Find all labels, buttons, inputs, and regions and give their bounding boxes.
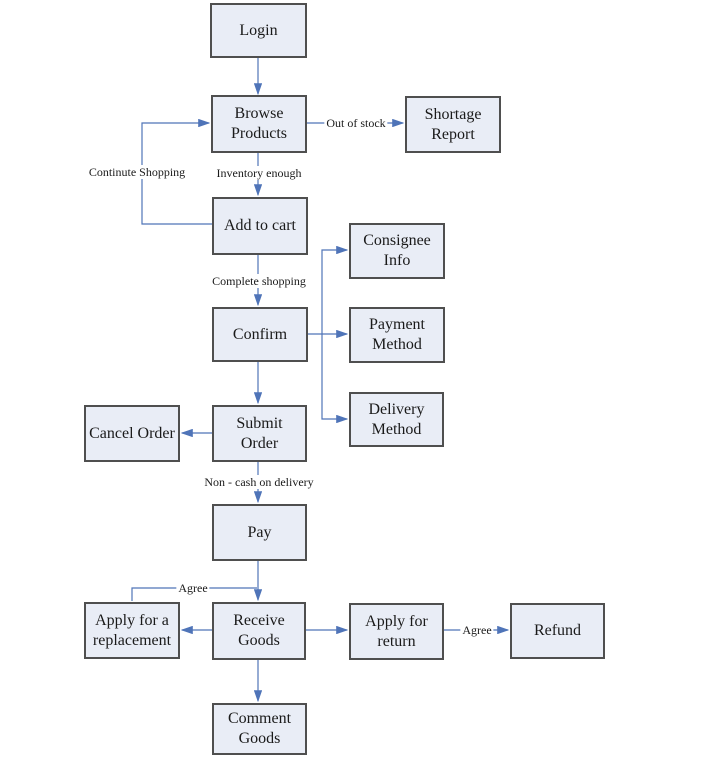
- edge-label-inventory-enough: Inventory enough: [214, 166, 304, 180]
- edge-replacement-agree-to-receive: [131, 587, 257, 601]
- edge-branch-to-consignee: [321, 245, 349, 334]
- node-add-to-cart: Add to cart: [212, 197, 308, 255]
- node-payment-method: Payment Method: [349, 307, 445, 363]
- node-confirm: Confirm: [212, 307, 308, 362]
- edge-label-agree-replacement: Agree: [176, 581, 210, 595]
- edge-label-complete-shopping: Complete shopping: [210, 274, 308, 288]
- node-login: Login: [210, 3, 307, 58]
- edge-label-agree-refund: Agree: [460, 623, 494, 637]
- edge-label-out-of-stock: Out of stock: [324, 116, 388, 130]
- edge-branch-to-delivery: [321, 334, 349, 424]
- node-refund: Refund: [510, 603, 605, 659]
- node-cancel-order: Cancel Order: [84, 405, 180, 462]
- node-apply-for-return: Apply for return: [349, 603, 444, 660]
- node-delivery-method: Delivery Method: [349, 392, 444, 447]
- node-submit-order: Submit Order: [212, 405, 307, 462]
- node-comment-goods: Comment Goods: [212, 703, 307, 755]
- node-shortage-report: Shortage Report: [405, 96, 501, 153]
- edge-label-non-cash-on-delivery: Non - cash on delivery: [202, 475, 316, 489]
- node-consignee-info: Consignee Info: [349, 223, 445, 279]
- node-apply-for-a-replacement: Apply for a replacement: [84, 602, 180, 659]
- node-browse-products: Browse Products: [211, 95, 307, 153]
- node-pay: Pay: [212, 504, 307, 561]
- node-receive-goods: Receive Goods: [212, 602, 306, 660]
- edge-label-continue-shopping: Continute Shopping: [86, 165, 188, 179]
